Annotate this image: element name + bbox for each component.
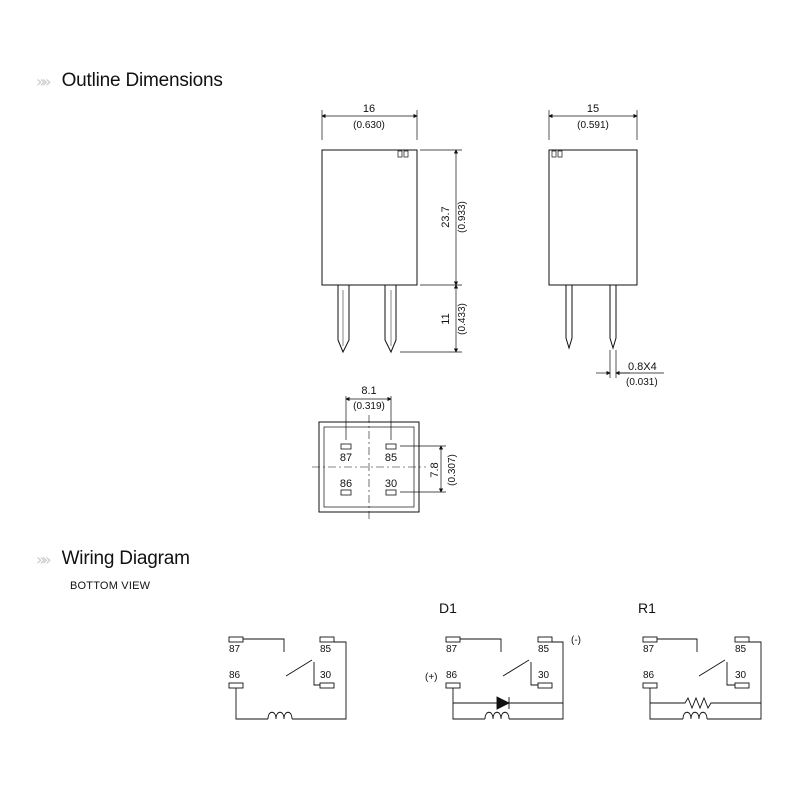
pin-86-label: 86 <box>446 670 458 681</box>
pin-85-label: 85 <box>538 644 550 655</box>
minus-label: (-) <box>571 635 581 646</box>
pin-85-label: 85 <box>320 644 332 655</box>
pin-pitch-y-label: 7.8 <box>429 462 441 477</box>
plus-label: (+) <box>425 672 438 683</box>
pin-30-label: 30 <box>320 670 332 681</box>
pin-length-inch-label: (0.433) <box>457 303 468 335</box>
front-view <box>321 110 462 354</box>
outline-heading: »» Outline Dimensions <box>36 70 223 92</box>
pin-87-label: 87 <box>643 644 655 655</box>
body-height-inch-label: (0.933) <box>457 201 468 233</box>
body-height-label: 23.7 <box>440 206 452 227</box>
side-width-inch-label: (0.591) <box>577 120 609 131</box>
side-view <box>548 110 664 378</box>
pin-thickness-inch-label: (0.031) <box>626 377 658 388</box>
pin-87-label: 87 <box>446 644 458 655</box>
pin-86-label: 86 <box>340 478 352 490</box>
pin-30-label: 30 <box>735 670 747 681</box>
pin-85-label: 85 <box>735 644 747 655</box>
pin-pitch-x-label: 8.1 <box>361 385 376 397</box>
pin-87-label: 87 <box>229 644 241 655</box>
d1-title: D1 <box>439 600 457 616</box>
pin-87-label: 87 <box>340 452 352 464</box>
wiring-heading: »» Wiring Diagram <box>36 548 190 570</box>
pin-86-label: 86 <box>229 670 241 681</box>
pin-30-label: 30 <box>385 478 397 490</box>
wiring-r1 <box>642 636 762 720</box>
front-width-label: 16 <box>363 103 375 115</box>
side-width-label: 15 <box>587 103 599 115</box>
front-width-inch-label: (0.630) <box>353 120 385 131</box>
wiring-standard <box>228 636 347 720</box>
pin-30-label: 30 <box>538 670 550 681</box>
pin-thickness-label: 0.8X4 <box>628 361 657 373</box>
bottom-view-label: BOTTOM VIEW <box>70 580 151 592</box>
wiring-title: Wiring Diagram <box>61 548 190 569</box>
bottom-view <box>312 396 446 520</box>
wiring-d1 <box>445 636 564 720</box>
pin-85-label: 85 <box>385 452 397 464</box>
pin-pitch-y-inch-label: (0.307) <box>447 454 458 486</box>
pin-length-label: 11 <box>440 313 452 324</box>
pin-86-label: 86 <box>643 670 655 681</box>
r1-title: R1 <box>638 600 656 616</box>
outline-title: Outline Dimensions <box>61 70 223 91</box>
pin-pitch-x-inch-label: (0.319) <box>353 401 385 412</box>
